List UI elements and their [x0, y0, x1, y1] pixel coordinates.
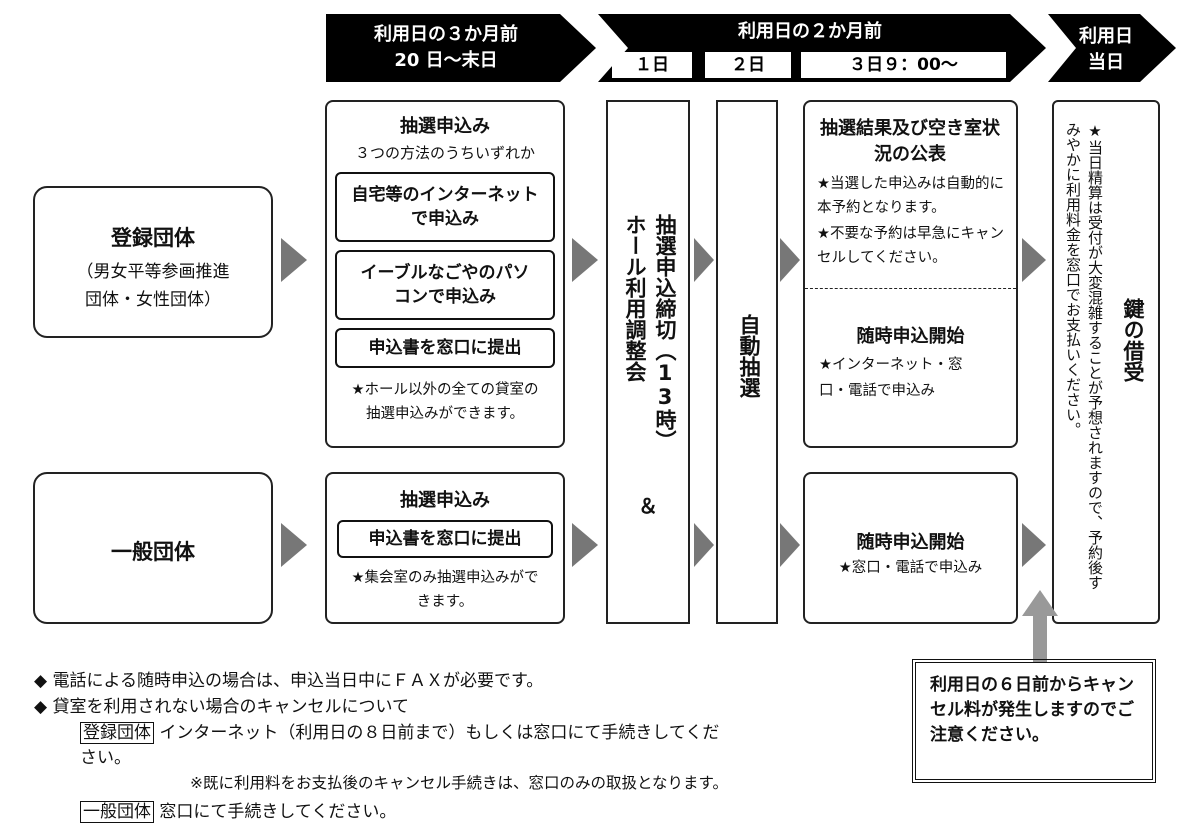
auto-lottery-box: 自動抽選	[716, 100, 778, 624]
footer-bullet-cancel: ◆ 貸室を利用されない場合のキャンセルについて	[34, 697, 409, 717]
footer-registered-note: ※既に利用料をお支払後のキャンセル手続きは、窓口のみの取扱となります。	[190, 774, 728, 792]
footer-bullet-fax: ◆ 電話による随時申込の場合は、申込当日中にＦＡＸが必要です。	[34, 671, 544, 691]
results-general-open-note: ★窓口・電話で申込み	[838, 560, 983, 576]
arrow-right-icon	[572, 238, 598, 282]
general-method-submit-form: 申込書を窓口に提出	[337, 520, 553, 558]
header-col2-title: 利用日の２か月前	[738, 21, 882, 42]
arrow-right-icon	[780, 238, 800, 282]
arrow-up-icon	[1022, 590, 1058, 662]
cancel-warning-box: 利用日の６日前からキャンセル料が発生しますのでご注意ください。	[912, 659, 1156, 783]
arrow-right-icon	[572, 523, 598, 567]
header-day1: １日	[612, 52, 692, 78]
method-internet-home: 自宅等のインターネットで申込み	[335, 172, 555, 242]
lottery-registered-subtitle: ３つの方法のうちいずれか	[354, 144, 535, 162]
header-col1-line2: 20 日～末日	[394, 50, 498, 71]
lottery-registered-note: ★ホール以外の全ての貸室の抽選申込みができます。	[351, 382, 539, 422]
method-submit-form: 申込書を窓口に提出	[335, 328, 555, 368]
arrow-right-icon	[694, 523, 714, 567]
header-col3: 利用日 当日	[1060, 24, 1152, 76]
lottery-general-note: ★集会室のみ抽選申込みができます。	[351, 570, 539, 610]
lottery-registered-title: 抽選申込み	[400, 116, 490, 137]
header-arrows	[326, 14, 1176, 82]
registered-group-sub: （男女平等参画推進 団体・女性団体）	[35, 258, 271, 314]
header-day3: ３日９：00～	[801, 52, 1006, 78]
registered-group-sub2: 団体・女性団体）	[85, 290, 221, 310]
lottery-general-box: 抽選申込み 申込書を窓口に提出 ★集会室のみ抽選申込みができます。	[325, 472, 565, 624]
results-note1: ★当選した申込みは自動的に本予約となります。	[817, 176, 1004, 216]
results-note2: ★不要な予約は早急にキャンセルしてください。	[817, 226, 1004, 266]
results-title: 抽選結果及び空き室状況の公表	[820, 118, 1000, 165]
lottery-general-title: 抽選申込み	[400, 490, 490, 511]
day-of-note: ★当日精算は受付が大変混雑することが予想されますので、予約後すみやかに利用料金を…	[1064, 122, 1104, 590]
cancel-warning-text: 利用日の６日前からキャンセル料が発生しますのでご注意ください。	[930, 675, 1134, 745]
arrow-right-icon	[1022, 238, 1046, 282]
results-open-title: 随時申込開始	[856, 326, 965, 347]
arrow-right-icon	[1022, 523, 1046, 567]
results-general-open-title: 随時申込開始	[856, 532, 965, 553]
deadline-text: 抽選申込締切（13時）	[653, 214, 677, 451]
arrow-right-icon	[281, 523, 307, 567]
general-tag: 一般団体	[80, 801, 154, 823]
header-col1-line1: 利用日の３か月前	[374, 24, 518, 45]
header-day2: ２日	[705, 52, 791, 78]
results-open-note: ★インターネット・窓口・電話で申込み	[819, 357, 963, 399]
deadline-amp: ＆	[638, 494, 658, 518]
header-col3-line2: 当日	[1088, 52, 1124, 73]
method-pc-at-facility: イーブルなごやのパソコンで申込み	[335, 250, 555, 320]
general-group-title: 一般団体	[111, 540, 195, 564]
general-cancel-text: 窓口にて手続きしてください。	[154, 802, 397, 822]
day-of-box: 鍵の借受 ★当日精算は受付が大変混雑することが予想されますので、予約後すみやかに…	[1052, 100, 1160, 624]
header-col1: 利用日の３か月前 20 日～末日	[336, 22, 556, 74]
footer-registered-line2: さい。	[80, 748, 131, 768]
general-group-box: 一般団体	[33, 472, 273, 624]
registered-tag: 登録団体	[80, 722, 154, 744]
auto-lottery-text: 自動抽選	[737, 314, 761, 398]
results-divider	[805, 288, 1016, 289]
arrow-right-icon	[694, 238, 714, 282]
results-general-box: 随時申込開始 ★窓口・電話で申込み	[803, 472, 1018, 624]
registered-group-title: 登録団体	[111, 226, 195, 250]
deadline-box: 抽選申込締切（13時） ホール利用調整会 ＆	[606, 100, 690, 624]
footer-general-line: 一般団体 窓口にて手続きしてください。	[80, 797, 397, 823]
arrow-right-icon	[780, 523, 800, 567]
results-box: 抽選結果及び空き室状況の公表 ★当選した申込みは自動的に本予約となります。 ★不…	[803, 100, 1018, 448]
header-col3-line1: 利用日	[1079, 26, 1133, 47]
registered-group-sub1: （男女平等参画推進	[76, 262, 230, 282]
registered-group-box: 登録団体 （男女平等参画推進 団体・女性団体）	[33, 186, 273, 338]
arrow-right-icon	[281, 238, 307, 282]
day-of-title: 鍵の借受	[1121, 298, 1145, 382]
lottery-registered-box: 抽選申込み ３つの方法のうちいずれか 自宅等のインターネットで申込み イーブルな…	[325, 100, 565, 448]
footer-registered-line: 登録団体 インターネット（利用日の８日前まで）もしくは窓口にて手続きしてくだ	[80, 718, 720, 744]
registered-cancel-text: インターネット（利用日の８日前まで）もしくは窓口にて手続きしてくだ	[154, 723, 720, 743]
deadline-text2: ホール利用調整会	[623, 214, 647, 382]
